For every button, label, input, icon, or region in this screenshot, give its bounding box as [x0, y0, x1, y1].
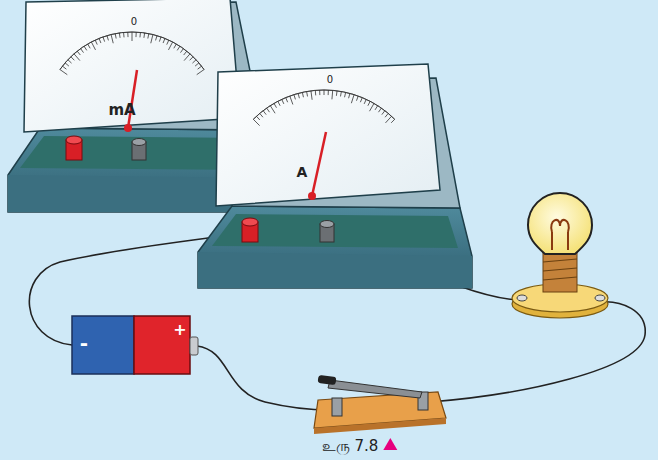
scale-tick [163, 38, 165, 43]
scale-tick [91, 42, 95, 50]
scale-tick [349, 93, 350, 98]
scale-tick [168, 42, 172, 50]
scale-tick [382, 111, 385, 115]
scale-tick [267, 108, 270, 112]
scale-tick [378, 108, 381, 112]
wire [29, 232, 645, 410]
scale-tick [156, 36, 157, 41]
unit-label: A [297, 165, 308, 179]
scale-tick [88, 44, 91, 48]
scale-tick [184, 54, 190, 61]
scale-tick [274, 103, 277, 107]
terminal-sign: - [80, 333, 88, 353]
scale-tick [336, 91, 338, 96]
scale-tick [302, 92, 303, 97]
scale-tick [306, 92, 308, 97]
scale-tick [319, 90, 320, 95]
switch [314, 375, 446, 434]
bulb [512, 193, 608, 318]
scale-tick [391, 119, 395, 123]
scale-tick [123, 32, 124, 37]
scale-tick [370, 103, 375, 111]
scale-tick [143, 33, 145, 38]
scale-tick [135, 32, 136, 37]
scale-tick [282, 99, 284, 104]
scale-tick [198, 66, 202, 69]
scale-tick [364, 99, 366, 104]
scale-tick [84, 46, 87, 50]
scale-tick [385, 116, 391, 123]
scale-tick [368, 101, 370, 105]
scale-tick [290, 96, 293, 104]
scale-tick [119, 33, 121, 38]
scale-tick [107, 36, 108, 41]
scale-tick [115, 34, 117, 39]
scale-tick [294, 95, 296, 100]
scale-tick [311, 91, 312, 100]
ammeter [198, 64, 472, 288]
battery [72, 316, 198, 374]
scale-zero: 0 [131, 17, 137, 27]
unit-label: mA [108, 103, 135, 118]
scale-tick [111, 35, 113, 44]
scale-tick [68, 60, 72, 63]
scale-tick [298, 93, 299, 98]
scale-tick [190, 57, 193, 61]
scale-tick [256, 116, 259, 120]
scale-tick [263, 111, 266, 115]
caption-marker [383, 438, 397, 450]
scale-tick [184, 51, 187, 55]
scale-tick [270, 106, 275, 114]
scale-tick [360, 98, 362, 103]
terminal-sign: + [173, 322, 186, 338]
scale-tick [286, 98, 288, 103]
scale-tick [375, 106, 378, 110]
scale-tick [195, 63, 199, 66]
scale-tick [147, 34, 149, 39]
scale-tick [192, 60, 196, 63]
scale-tick [81, 49, 84, 53]
figure-caption: உரு 7.8 [322, 439, 379, 454]
scale-tick [62, 66, 66, 69]
scale-tick [77, 51, 80, 55]
scale-tick [99, 38, 101, 43]
scale-tick [127, 32, 128, 37]
scale-tick [278, 101, 280, 105]
scale-arc [60, 32, 204, 70]
scale-tick [151, 35, 153, 44]
scale-tick [139, 32, 140, 37]
scale-tick [197, 70, 204, 75]
scale-tick [253, 119, 259, 125]
scale-tick [177, 46, 180, 50]
scale-tick [167, 40, 169, 45]
scale-tick [351, 95, 354, 104]
scale-tick [328, 90, 329, 95]
scale-tick [71, 57, 74, 61]
scale-tick [103, 37, 105, 42]
scale-tick [315, 90, 316, 95]
scale-tick [74, 54, 80, 61]
scale-tick [174, 44, 177, 48]
scale-tick [132, 32, 133, 41]
scale-tick [65, 63, 69, 66]
scale-tick [331, 90, 333, 99]
scale-tick [345, 92, 346, 97]
scale-tick [324, 90, 325, 95]
scale-tick [159, 37, 161, 42]
scale-zero: 0 [327, 75, 333, 85]
scale-tick [260, 113, 263, 117]
scale-arc [253, 90, 394, 119]
scale-tick [340, 92, 342, 97]
scale-tick [180, 49, 183, 53]
scale-tick [95, 40, 97, 45]
scale-tick [60, 70, 67, 75]
scale-tick [356, 96, 358, 101]
scale-tick [385, 113, 388, 117]
